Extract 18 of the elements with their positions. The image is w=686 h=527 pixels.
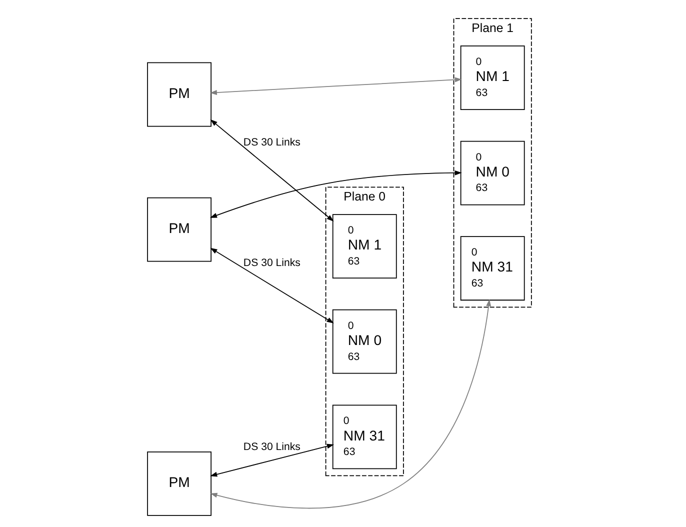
edge-label: DS 30 Links: [243, 440, 300, 453]
node-box: 0 NM 31 63: [332, 404, 397, 470]
edge-label: DS 30 Links: [243, 136, 300, 148]
node-box: PM: [147, 197, 212, 262]
node-box: 0 NM 0 63: [332, 309, 397, 374]
arrow: [210, 77, 462, 95]
node-box: 0 NM 1 63: [332, 214, 397, 278]
arrow: [210, 170, 462, 218]
node-box: 0 NM 0 63: [460, 140, 525, 206]
node-box: 0 NM 31 63: [460, 236, 525, 301]
edge-label: DS 30 Links: [243, 257, 300, 270]
arrow: [210, 248, 334, 324]
arrow: [210, 119, 334, 222]
node-box: 0 NM 1 63: [460, 46, 525, 110]
node-box: PM: [147, 451, 212, 516]
arrow: [210, 444, 334, 477]
arrow: [210, 299, 492, 509]
node-box: PM: [147, 62, 212, 127]
